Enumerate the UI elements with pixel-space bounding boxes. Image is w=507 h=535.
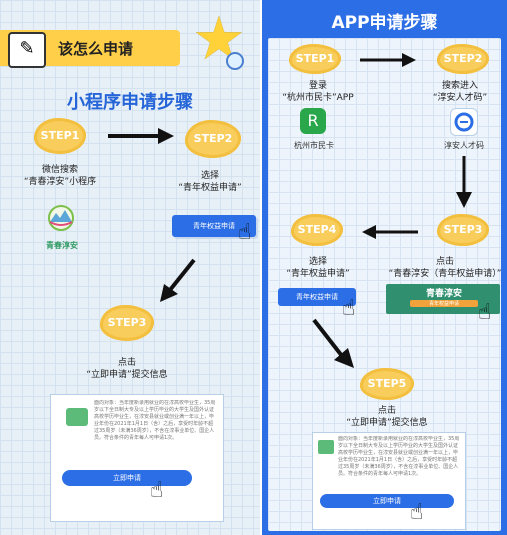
computer-screen-icon [66,408,88,426]
arrow-down-icon [456,156,472,208]
step5-badge: STEP5 [360,368,414,400]
miniprogram-panel [0,0,260,535]
app-section-title: APP申请步骤 [331,13,438,33]
apply-info-card [312,432,466,530]
step1-badge: STEP1 [34,118,86,154]
magnifier-icon [226,52,244,70]
hand-cursor-icon: ☝ [478,300,492,325]
banner-title: 青春淳安 [425,289,462,299]
step3-badge: STEP3 [100,305,154,341]
step5-text: 点击 “立即申请”提交信息 [346,406,428,428]
chunan-talent-code-app-icon[interactable] [450,108,478,136]
apply-card-text: 面向对象：当年度新录用就业的在淳高校毕业生，35周岁以下全日制大专及以上学历毕业… [338,436,460,477]
youth-rights-button[interactable]: 青年权益申请 [278,288,356,306]
header-title: 该怎么申请 [58,40,134,58]
apply-card-text: 面向对象：当年度新录用就业的在淳高校毕业生，35周岁以下全日制大专及以上学历毕业… [94,400,216,441]
step3-text: 点击 “青春淳安（青年权益申请）” [388,257,502,279]
chunan-youth-banner[interactable] [386,284,500,314]
logo-caption: 青春淳安 [46,241,78,250]
arrow-down-right-icon [312,318,356,368]
step1-badge: STEP1 [289,44,341,74]
miniprogram-section-title: 小程序申请步骤 [67,92,193,113]
hangzhou-citizen-card-app-icon[interactable]: R [300,108,326,134]
step2-text: 选择 “青年权益申请” [178,171,242,193]
youth-rights-button[interactable]: 青年权益申请 [172,215,256,237]
banner-subtitle: 青年权益申请 [410,300,478,307]
arrow-right-icon [108,128,174,144]
app2-name: 淳安人才码 [444,141,484,150]
hand-cursor-icon: ☝ [342,296,356,321]
hand-cursor-icon: ☝ [410,500,424,525]
star-mascot-icon: ★ [192,4,246,74]
computer-screen-icon [318,440,334,454]
step2-badge: STEP2 [437,44,489,74]
step2-text: 搜索进入 “淳安人才码” [432,81,488,103]
hand-cursor-icon: ☝ [238,220,252,245]
step3-badge: STEP3 [437,214,489,246]
step3-text: 点击 “立即申请”提交信息 [86,358,168,380]
pencil-note-icon: ✎ [8,32,46,68]
apply-now-button[interactable]: 立即申请 [320,494,454,508]
apply-now-button[interactable]: 立即申请 [62,470,192,486]
step2-badge: STEP2 [185,120,241,158]
arrow-right-icon [360,52,416,67]
step1-text: 微信搜索 “青春淳安”小程序 [23,165,97,187]
arrow-down-left-icon [158,258,198,302]
app1-name: 杭州市民卡 [294,141,334,150]
step1-text: 登录 “杭州市民卡”APP [282,81,354,103]
hand-cursor-icon: ☝ [150,478,164,503]
arrow-left-icon [362,224,418,239]
step4-badge: STEP4 [291,214,343,246]
qingchun-chunan-logo [38,204,84,240]
step4-text: 选择 “青年权益申请” [286,257,350,279]
qingchun-chunan-logo-icon [48,205,74,231]
